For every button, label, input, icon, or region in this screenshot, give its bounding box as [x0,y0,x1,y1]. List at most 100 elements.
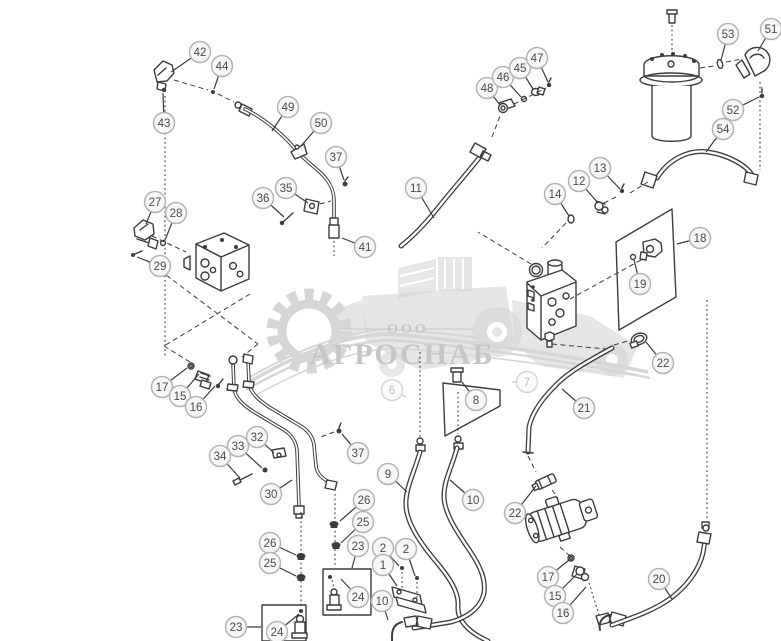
balloon-1-38: 1 [371,553,398,587]
svg-text:52: 52 [727,105,740,117]
svg-text:17: 17 [542,572,555,584]
balloon-41-11: 41 [341,235,377,259]
grease-fitting-24b [291,614,308,639]
oil-filter-assembly [639,9,771,170]
balloon-21-27: 21 [561,388,596,420]
svg-text:15: 15 [549,591,562,603]
balloon-42-0: 42 [170,40,212,73]
bolt-37 [342,181,348,187]
elbow-fitting-45 [530,86,546,97]
balloon-37-5: 37 [324,145,348,181]
grease-fitting-24a [326,588,342,611]
svg-text:16: 16 [557,608,570,620]
svg-text:13: 13 [594,163,607,175]
seal-17b [567,554,575,562]
svg-text:16: 16 [190,402,203,414]
svg-text:49: 49 [282,102,295,114]
watermark: ООО АГРОСНАБ [245,257,651,397]
elbow-fitting-51 [735,46,771,79]
balloon-22-53: 22 [503,485,537,525]
svg-text:27: 27 [149,197,162,209]
balloon-50-4: 50 [300,111,333,147]
svg-text:44: 44 [216,61,229,73]
balloon-53-17: 53 [716,22,740,61]
svg-text:23: 23 [352,541,365,553]
manifold-block [477,231,607,350]
bolt-29 [131,253,135,257]
svg-text:29: 29 [154,261,167,273]
svg-text:28: 28 [170,208,183,220]
svg-text:22: 22 [657,358,670,370]
screw-2a [400,566,404,570]
balloon-16-56: 16 [551,586,587,625]
svg-text:33: 33 [232,441,245,453]
svg-text:50: 50 [315,118,328,130]
svg-text:35: 35 [280,183,293,195]
mount-bracket-1 [391,566,427,614]
balloon-30-47: 30 [259,479,293,506]
svg-text:12: 12 [573,176,586,188]
balloon-51-18: 51 [757,17,781,52]
svg-text:48: 48 [481,83,494,95]
balloon-2-37: 2 [394,537,418,577]
balloon-49-3: 49 [271,95,300,132]
watermark-org-prefix: ООО [387,322,429,337]
svg-text:24: 24 [271,627,284,639]
svg-text:14: 14 [549,189,562,201]
kit-box-23b [261,604,307,641]
balloon-11-12: 11 [404,176,435,219]
clamp-22a [629,332,648,349]
balloon-24-52: 24 [265,613,300,641]
balloon-54-20: 54 [705,117,735,153]
seal-19 [629,253,637,261]
svg-text:47: 47 [531,53,544,65]
balloon-46-14: 46 [491,65,522,98]
svg-text:21: 21 [578,403,591,415]
balloon-22-26: 22 [645,341,675,375]
svg-text:37: 37 [352,448,365,460]
balloon-2-36: 2 [371,536,400,567]
svg-text:19: 19 [634,279,647,291]
balloon-17-41: 17 [150,367,188,399]
svg-text:6: 6 [389,385,395,397]
fitting-15b [571,565,590,582]
svg-text:36: 36 [257,193,270,205]
svg-text:26: 26 [358,495,371,507]
svg-text:34: 34 [214,451,227,463]
plug-fitting [544,331,555,348]
balloon-23-51: 23 [224,615,261,639]
balloon-10-39: 10 [370,589,394,621]
svg-text:10: 10 [467,495,480,507]
svg-text:25: 25 [357,517,370,529]
balloon-7-28: 7 [512,370,539,394]
svg-text:2: 2 [380,543,386,555]
svg-text:43: 43 [158,118,171,130]
steel-line-49 [234,101,349,256]
svg-text:25: 25 [264,558,277,570]
balloon-26-33: 26 [339,488,376,522]
balloon-28-9: 28 [164,201,188,241]
svg-text:45: 45 [514,63,527,75]
hose-10 [391,445,487,641]
balloon-27-8: 27 [143,190,167,225]
svg-text:54: 54 [717,124,730,136]
balloon-47-16: 47 [525,46,549,83]
svg-text:41: 41 [359,242,372,254]
fitting-12 [594,200,609,215]
steel-tubes-30 [226,353,342,519]
svg-text:20: 20 [653,574,666,586]
kit-box-23a [322,568,372,616]
balloon-18-24: 18 [676,226,712,250]
balloon-35-6: 35 [274,176,309,204]
svg-text:37: 37 [330,152,343,164]
balloon-25-50: 25 [258,551,297,577]
svg-text:53: 53 [722,29,735,41]
hose-54 [541,149,759,249]
svg-text:1: 1 [380,560,386,572]
balloon-23-35: 23 [346,534,370,569]
svg-text:18: 18 [694,233,707,245]
gear-pump [524,496,599,544]
seal-46 [520,95,528,103]
